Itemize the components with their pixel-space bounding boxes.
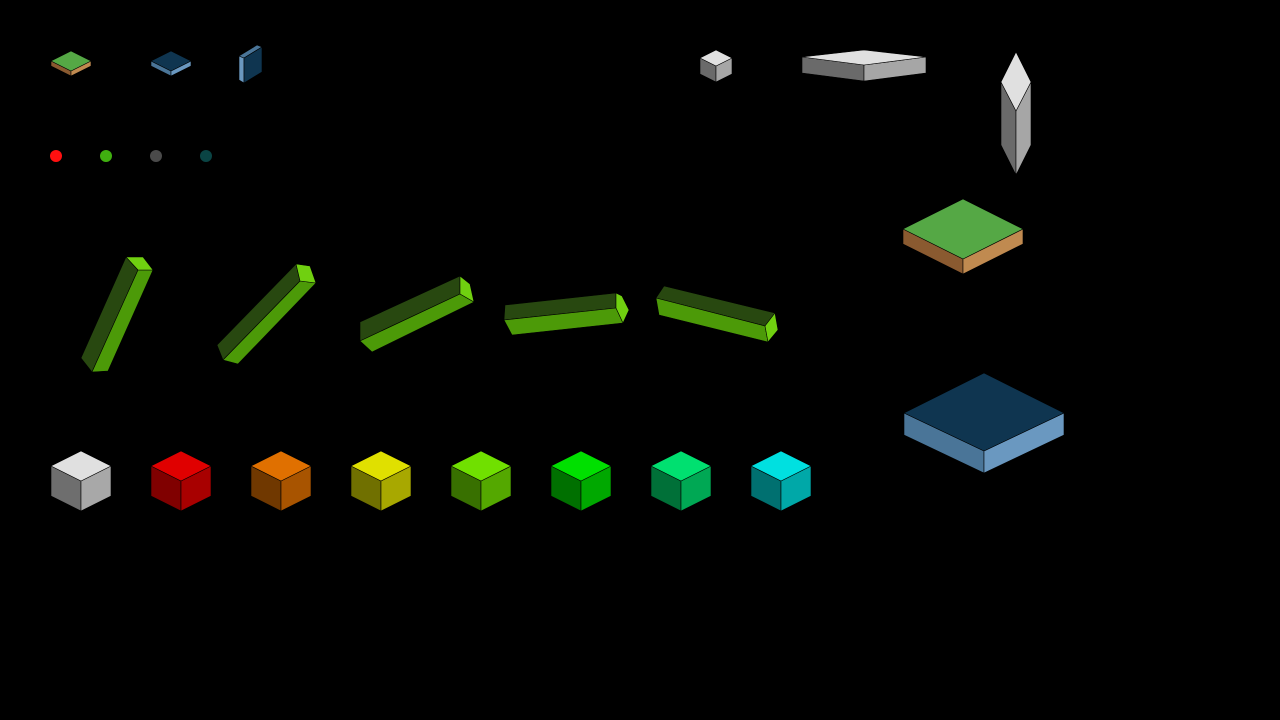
green-bar-2 — [216, 263, 317, 365]
green-bar-1 — [80, 256, 154, 373]
small-water-tile — [150, 50, 192, 77]
large-grass-tile — [902, 198, 1024, 275]
large-water-tile — [903, 372, 1065, 474]
gray-pillar — [1000, 51, 1032, 176]
cube-face-top — [450, 450, 512, 482]
colored-cube-row — [50, 450, 812, 512]
green-bar-4 — [503, 292, 630, 336]
gray-slab — [801, 49, 927, 82]
green-bar-5 — [655, 285, 779, 343]
green-bar-3 — [359, 275, 475, 353]
red-cube — [150, 450, 212, 512]
cyan-cube — [750, 450, 812, 512]
water-panel — [238, 44, 263, 84]
teal-sphere — [200, 150, 212, 162]
gray-small-cube — [699, 49, 733, 83]
white-cube — [50, 450, 112, 512]
cube-face-top — [650, 450, 712, 482]
spring-green-cube — [650, 450, 712, 512]
yellow-cube — [350, 450, 412, 512]
green-cube — [550, 450, 612, 512]
cube-face-top — [250, 450, 312, 482]
red-sphere — [50, 150, 62, 162]
green-sphere — [100, 150, 112, 162]
orange-cube — [250, 450, 312, 512]
cube-face-top — [750, 450, 812, 482]
lime-cube — [450, 450, 512, 512]
cube-face-top — [350, 450, 412, 482]
gray-sphere — [150, 150, 162, 162]
cube-face-top — [550, 450, 612, 482]
small-grass-tile — [50, 50, 92, 77]
cube-face-top — [50, 450, 112, 482]
cube-face-top — [150, 450, 212, 482]
